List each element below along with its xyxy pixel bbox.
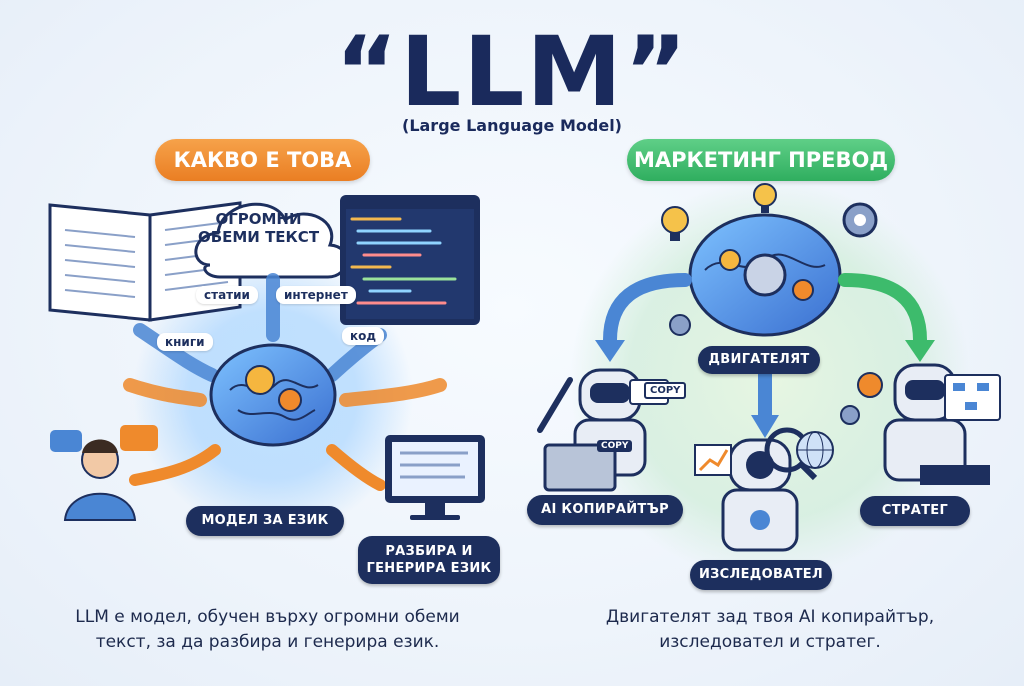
- monitor-icon: [385, 435, 485, 520]
- gear-icon: [669, 314, 691, 336]
- copy-tag-laptop: COPY: [597, 440, 633, 452]
- page-subtitle: (Large Language Model): [402, 116, 622, 135]
- brain-icon: [209, 343, 337, 447]
- source-label-code: код: [342, 327, 385, 345]
- strategist-robot-icon: [883, 363, 1001, 485]
- cloud-icon: [194, 202, 349, 279]
- code-window: [340, 195, 480, 325]
- arrow-to-user: [129, 444, 221, 486]
- right-caption: Двигателят зад твоя AI копирайтър, изсле…: [605, 607, 935, 652]
- left-caption: LLM е модел, обучен върху огромни обеми …: [75, 607, 460, 652]
- source-label-books: книги: [157, 333, 213, 351]
- role-copywriter: AI КОПИРАЙТЪР: [527, 495, 683, 525]
- output-label: РАЗБИРА И ГЕНЕРИРА ЕЗИК: [358, 536, 500, 584]
- copy-tag: COPY: [644, 382, 687, 399]
- lightbulb-icon: [753, 183, 777, 213]
- right-section-heading: МАРКЕТИНГ ПРЕВОД: [627, 139, 895, 181]
- gear-icon: [857, 372, 883, 398]
- llm-diagram: [48, 195, 485, 535]
- gear-icon: [840, 405, 860, 425]
- page-title: “LLM”: [334, 16, 690, 128]
- arrow-left-in: [123, 378, 207, 407]
- user-icon: [63, 439, 137, 521]
- source-label-articles: статии: [196, 286, 258, 304]
- source-label-internet: интернет: [276, 286, 356, 304]
- engine-brain-icon: [688, 213, 842, 337]
- arrow-to-monitor: [326, 444, 386, 491]
- engine-label: ДВИГАТЕЛЯТ: [698, 346, 820, 374]
- role-researcher: ИЗСЛЕДОВАТЕЛ: [690, 560, 832, 590]
- arrow-right-in: [339, 378, 447, 407]
- center-label-model: МОДЕЛ ЗА ЕЗИК: [186, 506, 344, 536]
- role-strategist: СТРАТЕГ: [860, 496, 970, 526]
- globe-icon: [796, 431, 834, 469]
- left-section-heading: КАКВО Е ТОВА: [155, 139, 370, 181]
- lightbulb-icon: [661, 206, 689, 241]
- cloud-label: ОГРОМНИ ОБЕМИ ТЕКСТ: [197, 210, 320, 246]
- marketing-diagram: [537, 180, 1001, 580]
- arrow-to-strategist: [838, 273, 927, 347]
- arrow-to-copywriter: [603, 273, 692, 347]
- chat-bubble-icon: [50, 425, 158, 452]
- arrow-books: [133, 323, 219, 382]
- bar-chart-icon: [694, 444, 732, 476]
- gear-icon: [842, 202, 878, 238]
